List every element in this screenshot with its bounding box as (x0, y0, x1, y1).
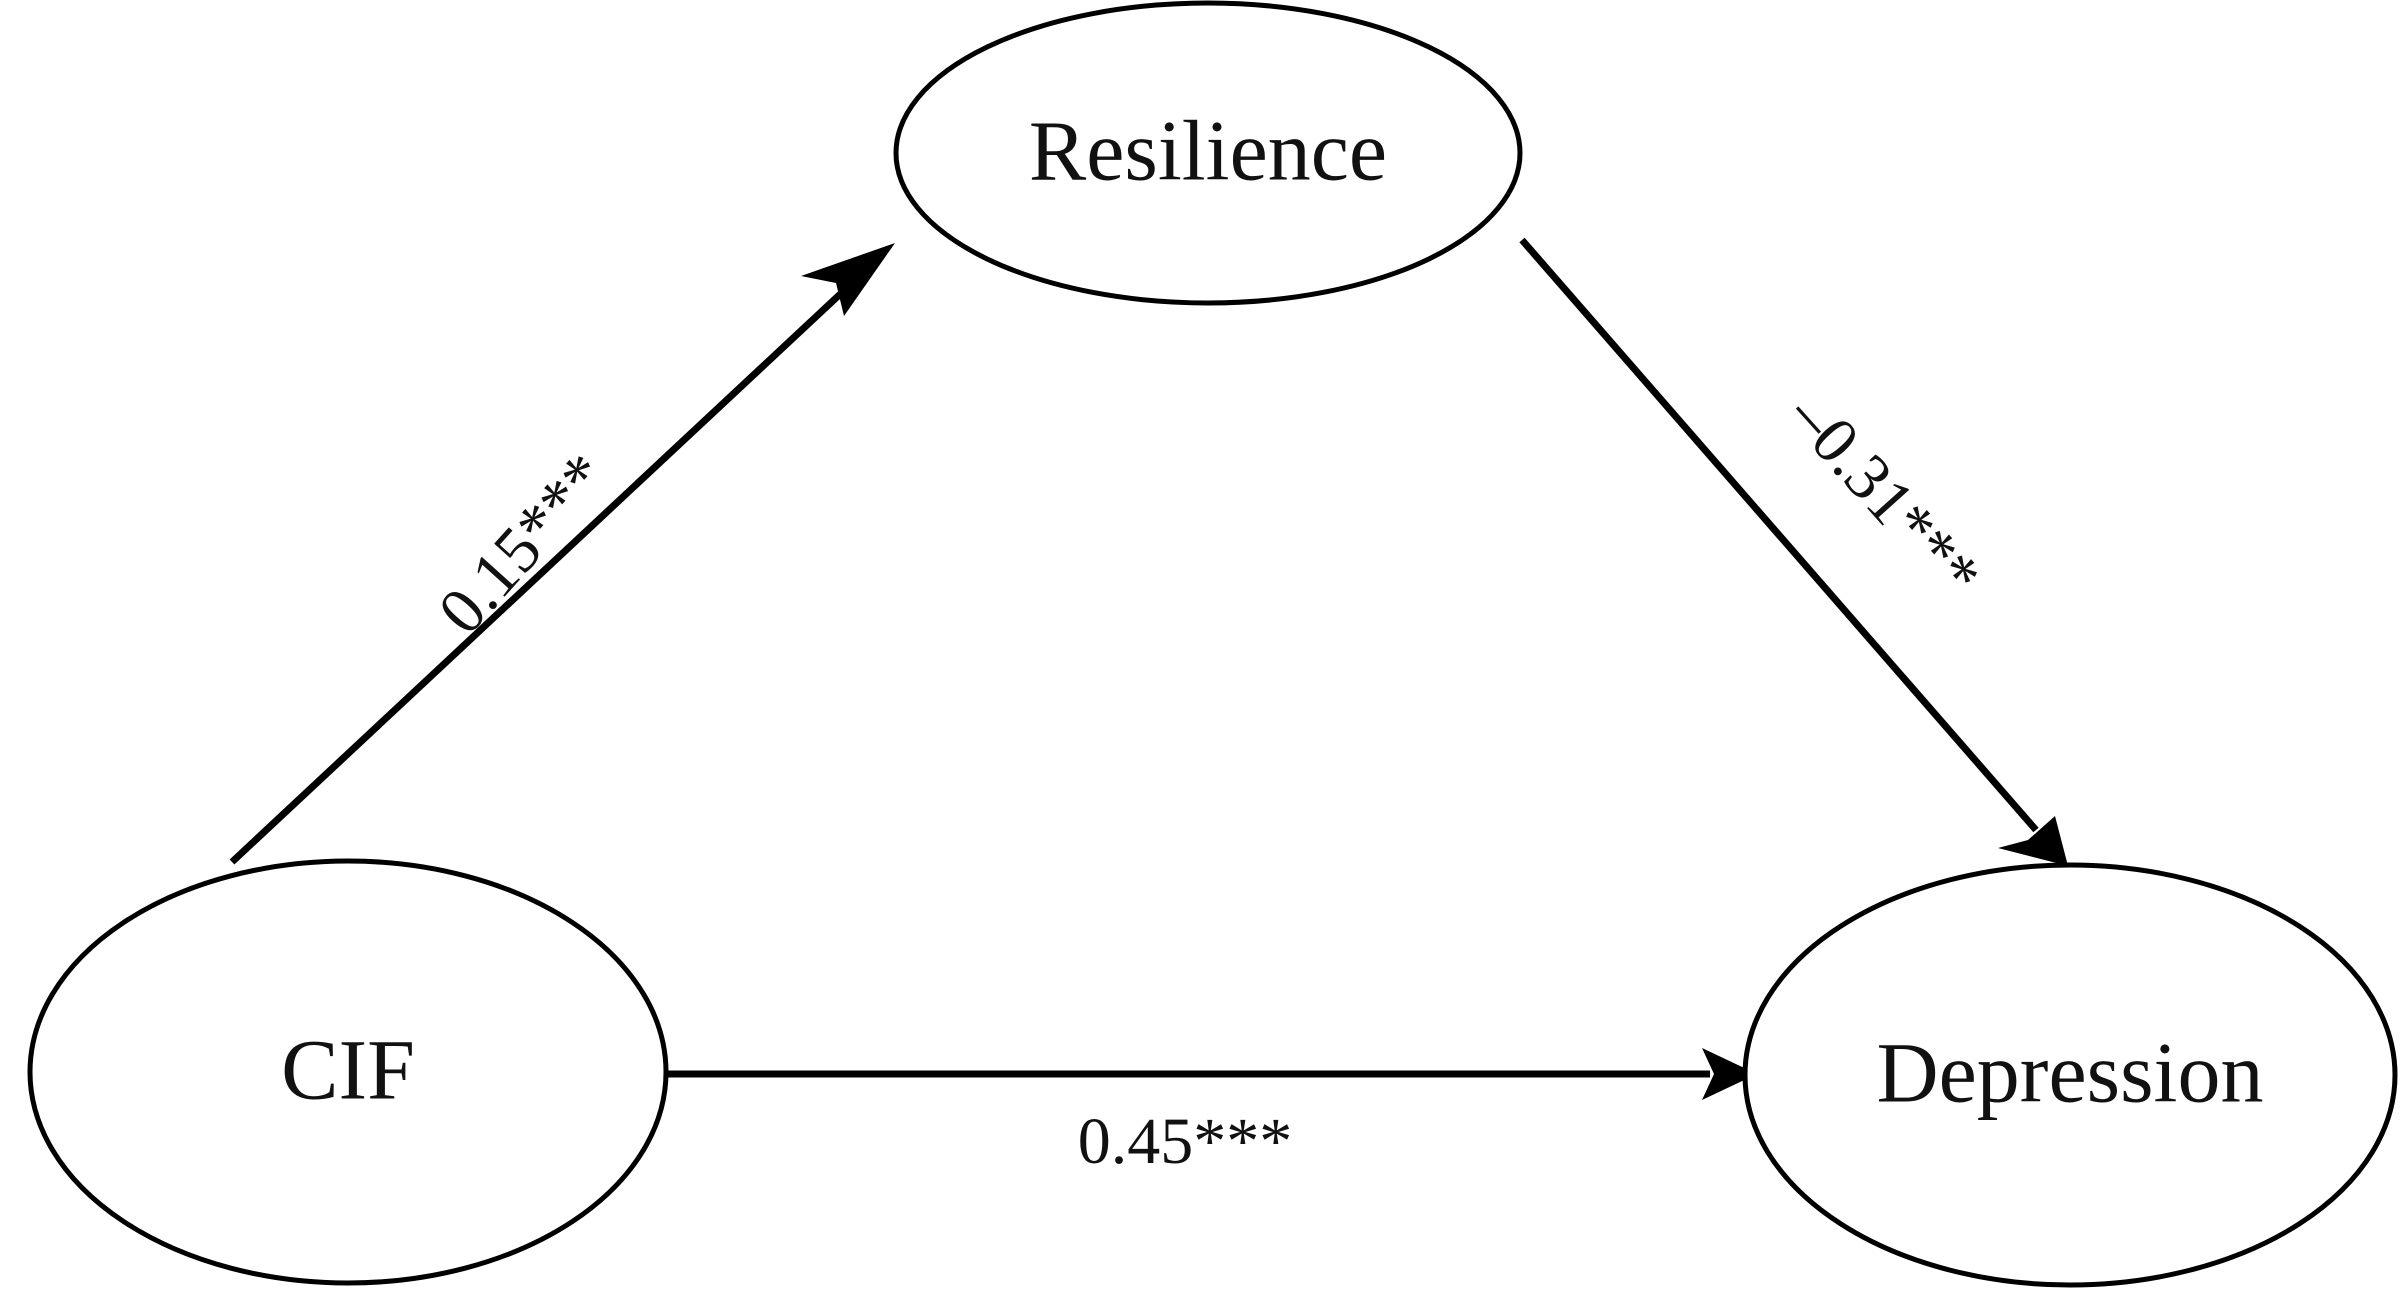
edge-cif-to-depression[interactable]: 0.45*** (662, 1048, 1757, 1178)
arrowhead-icon-depression-left (1702, 1048, 1757, 1100)
edge-cif-to-resilience[interactable]: 0.15*** (229, 243, 895, 865)
node-shape-resilience (893, 0, 1523, 306)
node-resilience[interactable]: Resilience (893, 0, 1523, 306)
node-label-cif: CIF (281, 1022, 415, 1118)
node-depression[interactable]: Depression (1742, 862, 2398, 1288)
node-shape-cif (27, 858, 669, 1286)
arrowhead-icon-resilience (801, 243, 895, 316)
edge-line-cif-resilience (229, 267, 869, 865)
edge-label-resilience-depression: –0.31*** (1774, 379, 1995, 613)
edge-line-resilience-depression (1519, 237, 2039, 833)
node-cif[interactable]: CIF (27, 858, 669, 1286)
node-shape-depression (1742, 862, 2398, 1288)
edge-label-cif-depression: 0.45*** (1078, 1105, 1293, 1178)
node-label-depression: Depression (1877, 1025, 2264, 1121)
node-label-resilience: Resilience (1029, 103, 1387, 199)
arrowhead-icon-depression-top (1998, 816, 2068, 866)
edge-label-cif-resilience: 0.15*** (424, 440, 622, 648)
edge-resilience-to-depression[interactable]: –0.31*** (1519, 237, 2068, 866)
